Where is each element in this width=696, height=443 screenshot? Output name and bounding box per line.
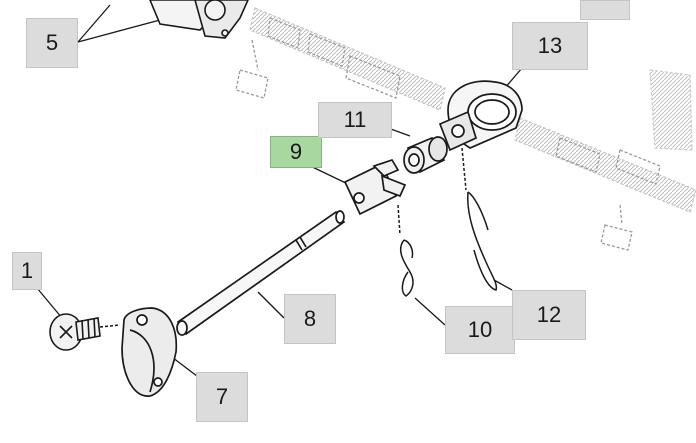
callout-8[interactable]: 8: [284, 294, 336, 344]
callout-5[interactable]: 5: [26, 18, 78, 68]
callout-9[interactable]: 9: [270, 136, 322, 168]
part-1-bolt: [49, 313, 121, 351]
part-7-handle: [121, 307, 178, 397]
part-5-bracket: [149, 0, 249, 39]
callout-cut-off[interactable]: [580, 0, 630, 20]
callout-7[interactable]: 7: [196, 372, 248, 422]
part-11-spacer: [403, 136, 448, 174]
callout-12[interactable]: 12: [512, 290, 586, 340]
part-12-hairpin: [461, 147, 498, 291]
part-13-housing: [438, 80, 523, 152]
callout-1[interactable]: 1: [12, 252, 42, 290]
callout-11[interactable]: 11: [318, 102, 392, 138]
callout-10[interactable]: 10: [445, 306, 515, 354]
ghost-shaft-assembly: [235, 0, 696, 251]
callout-13[interactable]: 13: [512, 22, 588, 70]
part-10-hairpin: [397, 204, 414, 297]
part-8-shaft: [176, 210, 346, 336]
part-9-fork: [343, 158, 407, 216]
